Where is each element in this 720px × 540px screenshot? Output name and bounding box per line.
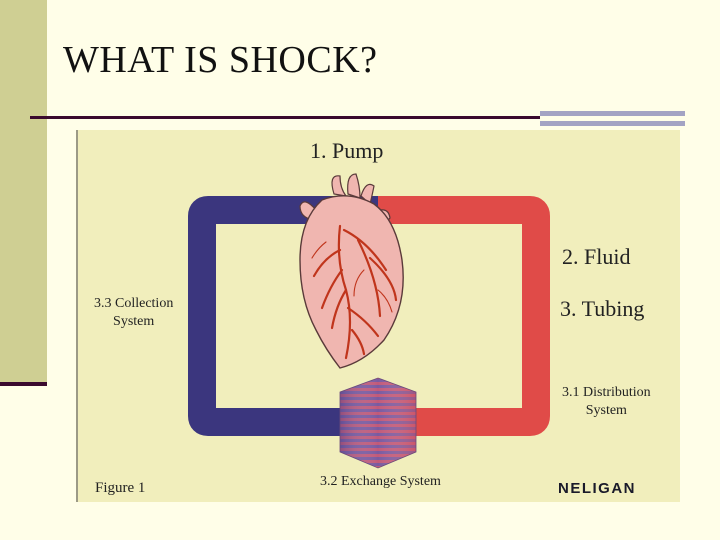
title-divider — [30, 116, 540, 119]
brand-logo: NELIGAN — [558, 480, 636, 497]
figure-caption: Figure 1 — [95, 480, 145, 497]
distribution-label-line2: System — [586, 403, 627, 418]
side-bar-base-line — [0, 382, 47, 386]
exchange-system-label: 3.2 Exchange System — [320, 474, 441, 490]
circulation-figure: 1. Pump 2. Fluid 3. Tubing 3.1 Distribut… — [76, 130, 680, 502]
distribution-label-line1: 3.1 Distribution — [562, 385, 651, 400]
page-title: WHAT IS SHOCK? — [63, 38, 378, 82]
exchange-hexagon — [340, 378, 416, 468]
collection-label-line2: System — [113, 314, 154, 329]
pump-label: 1. Pump — [310, 138, 383, 164]
title-divider-accent-top — [540, 111, 685, 116]
collection-label-line1: 3.3 Collection — [94, 296, 173, 311]
collection-system-label: 3.3 Collection System — [94, 295, 173, 331]
tubing-label: 3. Tubing — [560, 296, 644, 322]
distribution-system-label: 3.1 Distribution System — [562, 384, 651, 420]
side-bar-accent — [0, 0, 47, 382]
title-divider-accent-bottom — [540, 121, 685, 126]
fluid-label: 2. Fluid — [562, 244, 630, 270]
